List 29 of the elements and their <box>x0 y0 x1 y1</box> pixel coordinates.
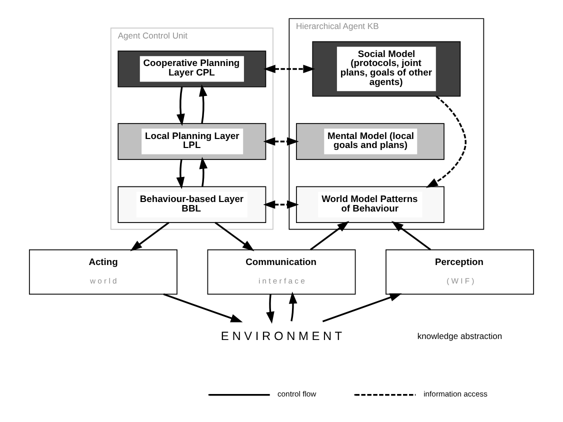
node-box: Perception ( W I F ) <box>386 249 534 295</box>
arrow <box>263 200 299 209</box>
legend-label: control flow <box>277 390 316 399</box>
node-box: Cooperative Planning Layer CPL <box>118 50 266 88</box>
arrow <box>322 293 402 322</box>
arrow <box>288 292 298 322</box>
arrow <box>163 293 243 322</box>
arrow <box>391 221 432 250</box>
node-box: Communication i n t e r f a c e <box>207 249 356 295</box>
arrow <box>199 156 208 187</box>
node-box: Acting w o r l d <box>28 249 178 295</box>
node-box: Behaviour-based Layer BBL <box>118 186 266 223</box>
arrow <box>130 222 170 252</box>
arrow <box>263 64 316 74</box>
node-text: E N V I R O N M E N T <box>220 328 342 343</box>
arrow <box>176 159 185 190</box>
arrow <box>176 86 185 126</box>
arrow <box>266 294 274 324</box>
arrow <box>310 221 350 250</box>
arrow <box>214 222 254 252</box>
label: knowledge abstraction <box>417 330 502 341</box>
node-box: Local Planning Layer LPL <box>118 123 266 160</box>
legend-label: information access <box>424 390 488 399</box>
node-box: Social Model (protocols, joint plans, goals of other agents) <box>312 41 461 97</box>
arrow <box>263 137 299 146</box>
arrow <box>426 96 466 188</box>
node-box: World Model Patterns of Behaviour <box>296 186 444 223</box>
node-box: Mental Model (local goals and plans) <box>296 123 444 160</box>
arrow <box>199 84 208 124</box>
